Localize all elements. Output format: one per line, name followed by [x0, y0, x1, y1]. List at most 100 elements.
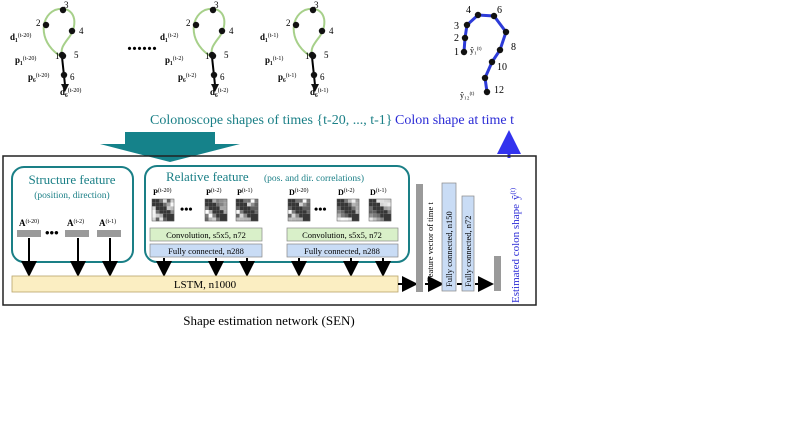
structure-input-label: A(t-1) [99, 218, 116, 228]
matrix-cell [376, 213, 381, 218]
matrix-cell [299, 202, 303, 207]
matrix-cell [291, 202, 296, 207]
matrix-cell [223, 213, 228, 218]
label-p1-sup: (t-1) [273, 55, 284, 62]
p-matrix-label-sup: (t-20) [158, 187, 172, 194]
colon-label-y12-base: ŷ₁₂ [460, 91, 470, 100]
big-down-arrow [100, 132, 240, 162]
matrix-cell [355, 202, 360, 207]
d-matrix-label: D(t-20) [289, 187, 308, 197]
matrix-cell [243, 213, 248, 218]
matrix-cell [306, 199, 311, 203]
matrix-cell [369, 202, 373, 207]
label-p6-base: p₆ [278, 72, 286, 82]
matrix-cell [337, 210, 341, 214]
scope-curve [292, 7, 326, 58]
relative-feature-box [144, 165, 410, 263]
matrix-cell [219, 213, 224, 218]
matrix-cell [288, 217, 292, 222]
matrix-cell [344, 199, 349, 203]
matrix-cell [155, 206, 160, 211]
matrix-cell [239, 213, 244, 218]
matrix-cell [348, 206, 352, 211]
matrix-cell [299, 210, 303, 214]
matrix-cell [243, 202, 248, 207]
conv-box-direction [286, 227, 399, 242]
matrix-cell [340, 202, 345, 207]
matrix-cell [212, 213, 217, 218]
matrix-cell [166, 206, 171, 211]
matrix-cell [372, 217, 377, 222]
matrix-cell [306, 202, 311, 207]
matrix-cell [302, 213, 307, 218]
scope-node-number: 1 [205, 51, 210, 61]
d-matrix-label-base: D [338, 188, 344, 197]
matrix-cell [299, 199, 303, 203]
matrix-cell [387, 206, 392, 211]
p-matrix-label-sup: (t-1) [242, 187, 253, 194]
matrix-frame [368, 198, 392, 222]
matrix-cell [170, 206, 175, 211]
structure-input-label-base: A [99, 218, 106, 228]
d-matrix-label-sup: (t-1) [376, 187, 387, 194]
matrix-cell [380, 217, 384, 222]
label-d1: d₁(t-1) [260, 32, 278, 42]
scope-tip-arrow [311, 84, 319, 92]
matrix-cell [344, 213, 349, 218]
fc-label-direction: Fully connected, n288 [304, 246, 380, 256]
label-d1-base: d₁ [260, 32, 268, 42]
scope-node-number: 4 [229, 26, 234, 36]
matrix-cell [380, 199, 384, 203]
matrix-cell [299, 206, 303, 211]
matrix-cell [170, 199, 175, 203]
structure-input-label-base: A [19, 218, 26, 228]
matrix-cell [380, 202, 384, 207]
network-caption: Shape estimation network (SEN) [183, 313, 355, 328]
matrix-cell [163, 199, 167, 203]
matrix-cell [208, 202, 213, 207]
scope-node-number: 3 [64, 0, 69, 10]
matrix-cell [236, 199, 240, 203]
p-matrix-label-base: P [206, 188, 211, 197]
matrix-cell [166, 199, 171, 203]
matrix-cell [163, 213, 167, 218]
matrix-cell [205, 202, 209, 207]
label-d6-sup: (t-20) [68, 87, 82, 94]
matrix-cell [166, 217, 171, 222]
scope-curve [42, 7, 76, 58]
matrix-cell [372, 210, 377, 214]
fc-box-position [149, 243, 263, 258]
matrix-cell [383, 210, 388, 214]
label-d1: d₁(t-2) [160, 32, 178, 42]
scope-tip-line [61, 56, 66, 86]
structure-input-bar [17, 230, 41, 237]
matrix-cell [337, 206, 341, 211]
matrix-cell [306, 213, 311, 218]
label-p6-base: p₆ [28, 72, 36, 82]
scope-node [59, 6, 67, 14]
matrix-cell [155, 199, 160, 203]
d-matrix-label-base: D [370, 188, 376, 197]
matrix-cell [250, 199, 255, 203]
scope-node [209, 6, 217, 14]
matrix-cell [288, 202, 292, 207]
matrix-cell [376, 217, 381, 222]
matrix-cell [152, 210, 156, 214]
matrix-cell [223, 206, 228, 211]
matrix-cell [205, 213, 209, 218]
matrix-cell [216, 202, 220, 207]
matrix-cell [351, 206, 356, 211]
scope-tip-arrow [61, 84, 69, 92]
matrix-cell [216, 206, 220, 211]
matrix-cell [302, 199, 307, 203]
matrix-cell [155, 202, 160, 207]
colon-node [461, 34, 469, 42]
label-d1: d₁(t-20) [10, 32, 31, 42]
scope-node-number: 3 [314, 0, 319, 10]
matrix-cell [302, 217, 307, 222]
label-d1-sup: (t-1) [268, 32, 279, 39]
matrix-cell [239, 202, 244, 207]
output-vector-bar [494, 256, 501, 291]
matrix-cell [295, 210, 300, 214]
matrix-image [368, 198, 392, 222]
